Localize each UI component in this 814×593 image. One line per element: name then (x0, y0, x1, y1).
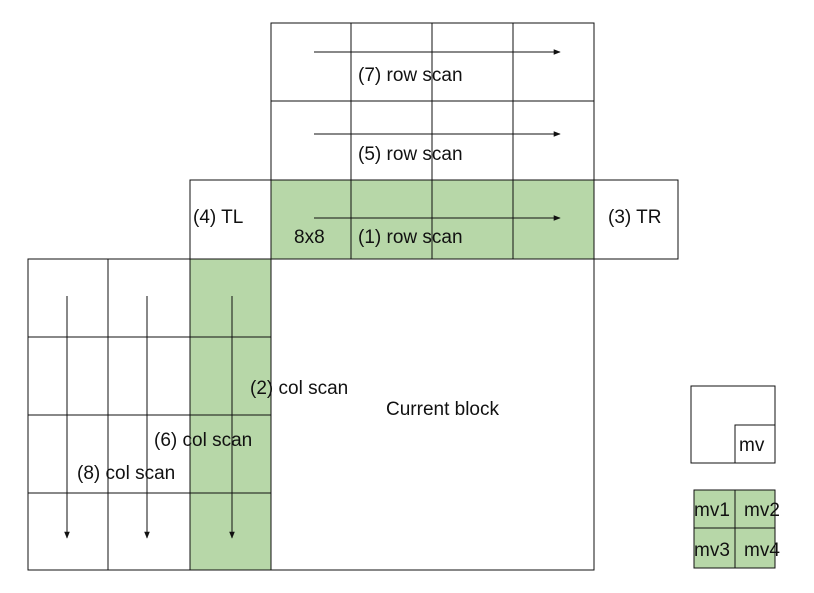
cell (350, 100, 433, 181)
legend-quad-4 (734, 527, 776, 569)
label-col-scan-8: (8) col scan (77, 463, 175, 484)
current-block (270, 258, 595, 571)
legend-label-mv: mv (739, 435, 765, 456)
legend-label-mv1: mv1 (694, 500, 730, 521)
legend-label-mv4: mv4 (744, 540, 780, 561)
legend-quad-1 (693, 489, 736, 529)
tr-cell (593, 179, 679, 260)
cell (107, 414, 191, 494)
highlight-cell (189, 414, 272, 494)
cell (27, 258, 109, 338)
cell (431, 100, 514, 181)
label-col-scan-6: (6) col scan (154, 430, 252, 451)
label-col-scan-2: (2) col scan (250, 378, 348, 399)
label-row-scan-7: (7) row scan (358, 65, 463, 86)
highlight-cell (431, 179, 514, 260)
label-row-scan-5: (5) row scan (358, 144, 463, 165)
top-row-1 (189, 179, 679, 260)
cell (512, 22, 595, 102)
highlight-cell (512, 179, 595, 260)
cell (27, 336, 109, 416)
legend-quad-2 (734, 489, 776, 529)
highlight-cell (270, 179, 352, 260)
cell (27, 414, 109, 494)
tl-cell (189, 179, 272, 260)
cell (27, 492, 109, 571)
label-row-scan-1: (1) row scan (358, 227, 463, 248)
legend-quad-3 (693, 527, 736, 569)
label-current-block: Current block (386, 399, 499, 420)
cell (431, 22, 514, 102)
left-columns (27, 258, 272, 571)
highlight-cell (350, 179, 433, 260)
legend (690, 385, 776, 569)
cell (270, 100, 352, 181)
top-row-5 (270, 100, 595, 181)
cell (270, 22, 352, 102)
highlight-cell (189, 492, 272, 571)
top-row-7 (270, 22, 595, 102)
highlight-cell (189, 336, 272, 416)
cell (107, 336, 191, 416)
cell (350, 22, 433, 102)
legend-label-mv3: mv3 (694, 540, 730, 561)
cell (107, 492, 191, 571)
label-block-8x8: 8x8 (294, 227, 325, 248)
highlight-cell (189, 258, 272, 338)
legend-label-mv2: mv2 (744, 500, 780, 521)
label-top-left: (4) TL (193, 207, 243, 228)
label-top-right: (3) TR (608, 207, 661, 228)
cell (512, 100, 595, 181)
legend-block-mv (734, 424, 776, 464)
cell (107, 258, 191, 338)
